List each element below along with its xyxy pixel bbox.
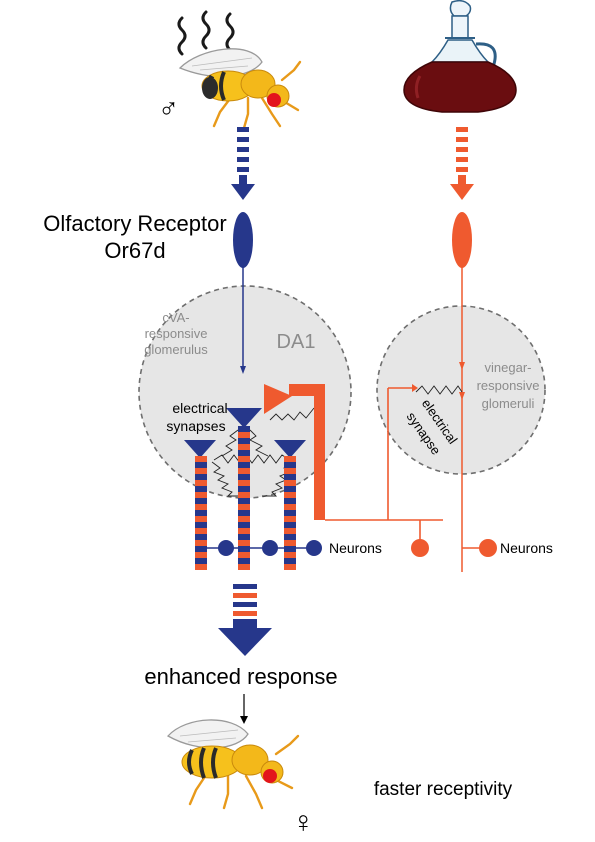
pn-axon-left <box>195 456 207 570</box>
neuron-body-blue-1 <box>218 540 234 556</box>
cva-glomerulus-label-1: cVA- <box>162 310 189 325</box>
da1-label: DA1 <box>277 331 316 353</box>
faster-receptivity-label: faster receptivity <box>374 779 513 800</box>
cva-glomerulus-label-2: responsive <box>145 326 208 341</box>
odor-smell-icon <box>177 10 235 56</box>
female-fly-icon <box>166 719 300 810</box>
pn-axon-middle <box>238 426 250 570</box>
vinegar-axon-terminal-top <box>459 362 465 370</box>
neuron-body-blue-3 <box>306 540 322 556</box>
cva-input-arrow <box>231 127 255 200</box>
neurons-label-right: Neurons <box>500 540 553 556</box>
cva-axon-terminal <box>240 366 246 374</box>
pn-dendrite-right <box>274 440 306 458</box>
orange-neuron-terminal <box>264 384 292 414</box>
neurons-label-left: Neurons <box>329 540 382 556</box>
vinegar-jug-icon <box>403 0 517 113</box>
vinegar-glomerulus-label-3: glomeruli <box>482 396 535 411</box>
neuron-body-orange-middle <box>411 539 429 557</box>
vinegar-receptor <box>452 212 472 268</box>
vinegar-glomerulus-label-1: vinegar- <box>485 360 532 375</box>
receptor-label-line2: Or67d <box>104 238 165 263</box>
female-symbol: ♀ <box>292 806 315 839</box>
neuron-body-blue-2 <box>262 540 278 556</box>
enhanced-response-label: enhanced response <box>144 664 337 689</box>
or67d-receptor <box>233 212 253 268</box>
orange-lateral-connections <box>325 387 443 546</box>
pn-dendrite-left <box>184 440 216 458</box>
vinegar-ln-terminal <box>412 384 418 392</box>
electrical-synapses-label-1: electrical <box>172 400 227 416</box>
pn-dendrite-middle <box>226 408 262 428</box>
projection-neuron-dendrites <box>184 408 306 458</box>
orange-neuron-axon-thick <box>289 384 325 520</box>
receptor-label-line1: Olfactory Receptor <box>43 211 226 236</box>
blue-neuron-chain <box>207 540 322 556</box>
vinegar-axon-terminal-bottom <box>459 392 465 400</box>
response-arrow-head <box>240 716 248 724</box>
vinegar-input-arrow <box>450 127 474 200</box>
cva-glomerulus-label-3: glomerulus <box>144 342 208 357</box>
male-symbol: ♂ <box>158 93 179 124</box>
electrical-synapses-label-2: synapses <box>166 418 225 434</box>
male-fly-icon <box>178 48 302 130</box>
neuron-body-orange-right <box>479 539 497 557</box>
pn-axon-right <box>284 456 296 570</box>
vinegar-electrical-synapse-zigzag <box>415 385 463 395</box>
output-arrow <box>218 584 272 656</box>
vinegar-glomerulus-label-2: responsive <box>477 378 540 393</box>
